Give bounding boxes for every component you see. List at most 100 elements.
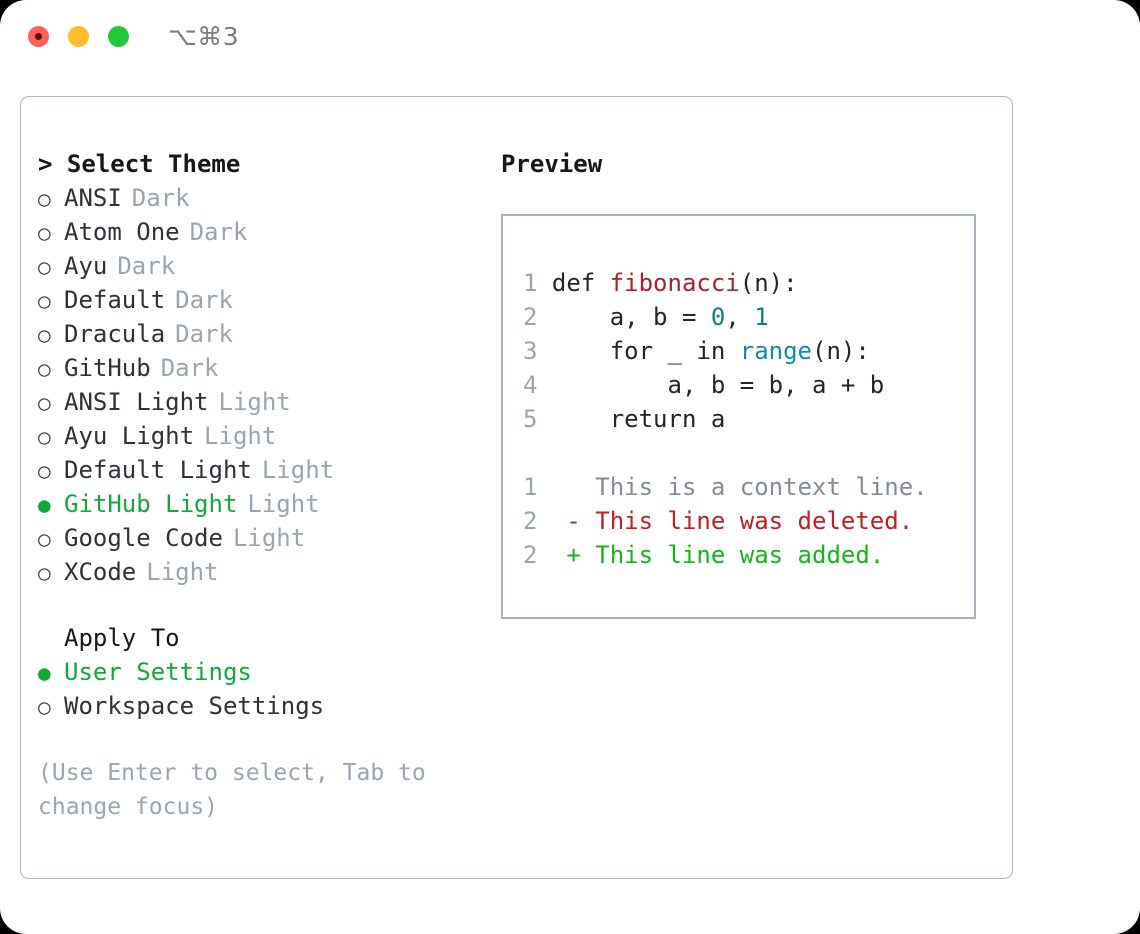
theme-variant-tag: Dark xyxy=(175,286,233,314)
line-number: 2 xyxy=(523,507,538,535)
theme-option-label: XCode xyxy=(64,558,137,586)
line-number: 1 xyxy=(523,269,538,297)
radio-unselected-icon: ○ xyxy=(38,255,51,279)
select-theme-header: > Select Theme xyxy=(38,150,241,178)
line-number: 3 xyxy=(523,337,538,365)
theme-variant-tag: Light xyxy=(204,422,277,450)
theme-option-label: Ayu Light xyxy=(64,422,195,450)
code-token-num: 1 xyxy=(754,303,769,331)
theme-option-label: GitHub xyxy=(64,354,151,382)
theme-variant-tag: Dark xyxy=(131,184,190,212)
radio-unselected-icon: ○ xyxy=(38,425,51,449)
theme-variant-tag: Dark xyxy=(117,252,176,280)
apply-to-list[interactable]: ● User Settings ○ Workspace Settings xyxy=(38,655,478,723)
theme-variant-tag: Dark xyxy=(175,320,233,348)
theme-option-ansi-light[interactable]: ○ ANSI Light Light xyxy=(38,385,478,419)
diff-text: This line was added. xyxy=(595,541,885,569)
title-bar: ⌥⌘3 xyxy=(0,0,1140,80)
zoom-button[interactable] xyxy=(108,26,129,47)
preview-header: Preview xyxy=(501,150,603,178)
code-token-plain: (n): xyxy=(739,269,798,297)
minimize-button[interactable] xyxy=(68,26,89,47)
radio-unselected-icon: ○ xyxy=(38,695,51,719)
preview-column: Preview 1 def fibonacci(n):2 a, b = 0, 1… xyxy=(501,147,991,619)
spacer xyxy=(38,589,478,621)
theme-option-github[interactable]: ○ GitHub Dark xyxy=(38,351,478,385)
radio-unselected-icon: ○ xyxy=(38,221,51,245)
code-token-plain: , xyxy=(725,303,755,331)
theme-variant-tag: Dark xyxy=(189,218,248,246)
keyboard-shortcut-label: ⌥⌘3 xyxy=(168,22,240,51)
theme-option-label: Atom One xyxy=(64,218,180,246)
code-token-plain: a, b = b, a + b xyxy=(551,371,885,399)
apply-to-option-workspace-settings[interactable]: ○ Workspace Settings xyxy=(38,689,478,723)
theme-variant-tag: Light xyxy=(232,524,306,552)
radio-unselected-icon: ○ xyxy=(38,187,51,211)
traffic-lights xyxy=(28,26,129,47)
theme-option-default-light[interactable]: ○ Default Light Light xyxy=(38,453,478,487)
code-token-builtin: range xyxy=(739,337,812,365)
apply-to-header: Apply To xyxy=(64,624,180,652)
code-token-plain: return a xyxy=(551,405,726,433)
close-button[interactable] xyxy=(28,26,49,47)
line-number: 1 xyxy=(523,473,538,501)
code-line: 5 return a xyxy=(523,402,974,436)
radio-unselected-icon: ○ xyxy=(38,357,51,381)
theme-variant-tag: Light xyxy=(261,456,335,484)
diff-text: This is a context line. xyxy=(595,473,928,501)
code-line: 4 a, b = b, a + b xyxy=(523,368,974,402)
diff-sample: 1 This is a context line. 2 - This line w… xyxy=(523,470,974,572)
theme-option-google-code[interactable]: ○ Google Code Light xyxy=(38,521,478,555)
radio-selected-icon: ● xyxy=(38,661,51,685)
diff-marker xyxy=(566,473,580,501)
theme-option-atom-one[interactable]: ○ Atom One Dark xyxy=(38,215,478,249)
theme-option-label: GitHub Light xyxy=(64,490,238,518)
line-number: 2 xyxy=(523,541,538,569)
theme-option-label: Google Code xyxy=(64,524,223,552)
radio-unselected-icon: ○ xyxy=(38,391,51,415)
radio-unselected-icon: ○ xyxy=(38,459,51,483)
theme-option-label: ANSI Light xyxy=(64,388,209,416)
code-token-fn: fibonacci xyxy=(609,269,740,297)
theme-option-ansi[interactable]: ○ ANSI Dark xyxy=(38,181,478,215)
apply-to-option-label: Workspace Settings xyxy=(64,692,325,720)
apply-to-option-user-settings[interactable]: ● User Settings xyxy=(38,655,478,689)
spacer xyxy=(523,436,974,470)
radio-unselected-icon: ○ xyxy=(38,289,51,313)
radio-unselected-icon: ○ xyxy=(38,323,51,347)
diff-line-added: 2 + This line was added. xyxy=(523,538,974,572)
code-line: 1 def fibonacci(n): xyxy=(523,266,974,300)
theme-variant-tag: Light xyxy=(247,490,320,518)
diff-marker: - xyxy=(566,507,581,535)
code-token-plain: for _ in xyxy=(551,337,740,365)
diff-line-deleted: 2 - This line was deleted. xyxy=(523,504,974,538)
code-line: 3 for _ in range(n): xyxy=(523,334,974,368)
theme-variant-tag: Light xyxy=(146,558,219,586)
code-line: 2 a, b = 0, 1 xyxy=(523,300,974,334)
code-token-plain: def xyxy=(551,269,610,297)
theme-option-github-light[interactable]: ● GitHub Light Light xyxy=(38,487,478,521)
apply-to-option-label: User Settings xyxy=(64,658,252,686)
theme-variant-tag: Light xyxy=(218,388,291,416)
theme-option-ayu-light[interactable]: ○ Ayu Light Light xyxy=(38,419,478,453)
diff-text: This line was deleted. xyxy=(595,507,914,535)
theme-option-label: Default Light xyxy=(64,456,252,484)
line-number: 2 xyxy=(523,303,538,331)
radio-unselected-icon: ○ xyxy=(38,527,51,551)
line-number: 5 xyxy=(523,405,538,433)
code-token-plain: (n): xyxy=(812,337,870,365)
theme-option-label: ANSI xyxy=(64,184,122,212)
code-token-plain: a, b = xyxy=(551,303,711,331)
theme-variant-tag: Dark xyxy=(160,354,219,382)
radio-selected-icon: ● xyxy=(38,493,51,517)
